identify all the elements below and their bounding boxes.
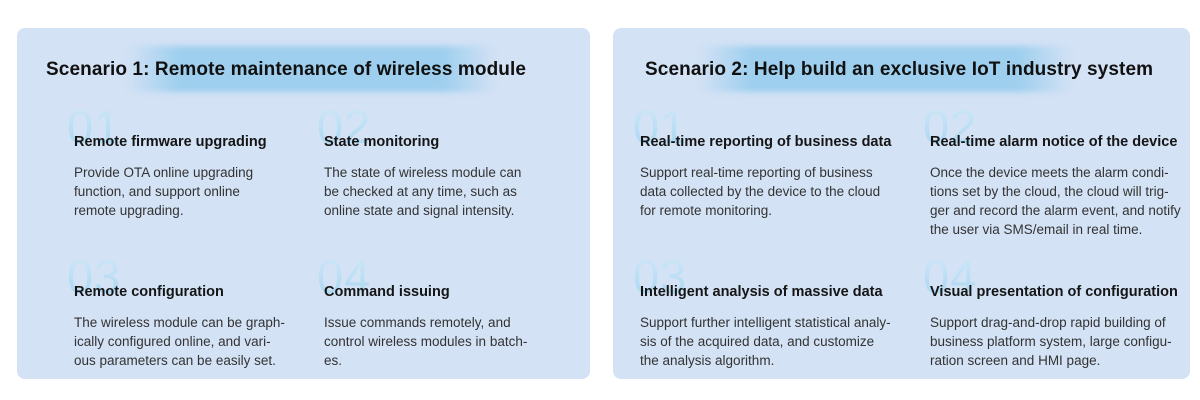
feature-item: 03 Remote configuration The wireless mod… [67,253,324,400]
title-highlight [699,46,1071,92]
feature-item: 02 Real-time alarm notice of the device … [923,103,1200,255]
item-number-watermark: 04 [317,250,372,303]
feature-item: 01 Remote firmware upgrading Provide OTA… [67,103,324,255]
item-body: Once the device meets the alarm condi- t… [930,165,1181,237]
item-number-watermark: 03 [633,250,688,303]
panel-title: Scenario 1: Remote maintenance of wirele… [46,59,527,80]
feature-item: 04 Visual presentation of configuration … [923,253,1200,400]
item-number-watermark: 01 [633,100,688,153]
feature-item: 04 Command issuing Issue commands remote… [317,253,574,400]
feature-item: 02 State monitoring The state of wireles… [317,103,574,255]
feature-grid: 01 Real-time reporting of business data … [633,103,1200,400]
item-number-watermark: 02 [923,100,978,153]
item-heading: Command issuing [324,284,450,300]
item-heading: Intelligent analysis of massive data [640,284,883,300]
item-heading: Visual presentation of configuration [930,284,1178,300]
item-heading: Real-time alarm notice of the device [930,134,1178,150]
feature-grid: 01 Remote firmware upgrading Provide OTA… [67,103,574,400]
feature-item: 03 Intelligent analysis of massive data … [633,253,930,400]
scenario-1-card: Scenario 1: Remote maintenance of wirele… [17,28,590,379]
item-body: The state of wireless module can be chec… [324,165,522,218]
item-heading: State monitoring [324,134,440,150]
title-highlight [127,46,495,92]
item-number-watermark: 03 [67,250,122,303]
scenario-2-card: Scenario 2: Help build an exclusive IoT … [613,28,1190,379]
item-body: Issue commands remotely, and control wir… [324,315,528,368]
item-number-watermark: 02 [317,100,372,153]
item-number-watermark: 01 [67,100,122,153]
item-body: The wireless module can be graph- ically… [74,315,285,368]
item-heading: Remote configuration [74,284,224,300]
item-body: Provide OTA online upgrading function, a… [74,165,254,218]
item-body: Support further intelligent statistical … [640,315,891,368]
item-heading: Real-time reporting of business data [640,134,892,150]
item-heading: Remote firmware upgrading [74,134,267,150]
feature-item: 01 Real-time reporting of business data … [633,103,930,255]
item-body: Support real-time reporting of business … [640,165,881,218]
item-body: Support drag-and-drop rapid building of … [930,315,1172,368]
panel-title: Scenario 2: Help build an exclusive IoT … [645,59,1154,80]
item-number-watermark: 04 [923,250,978,303]
